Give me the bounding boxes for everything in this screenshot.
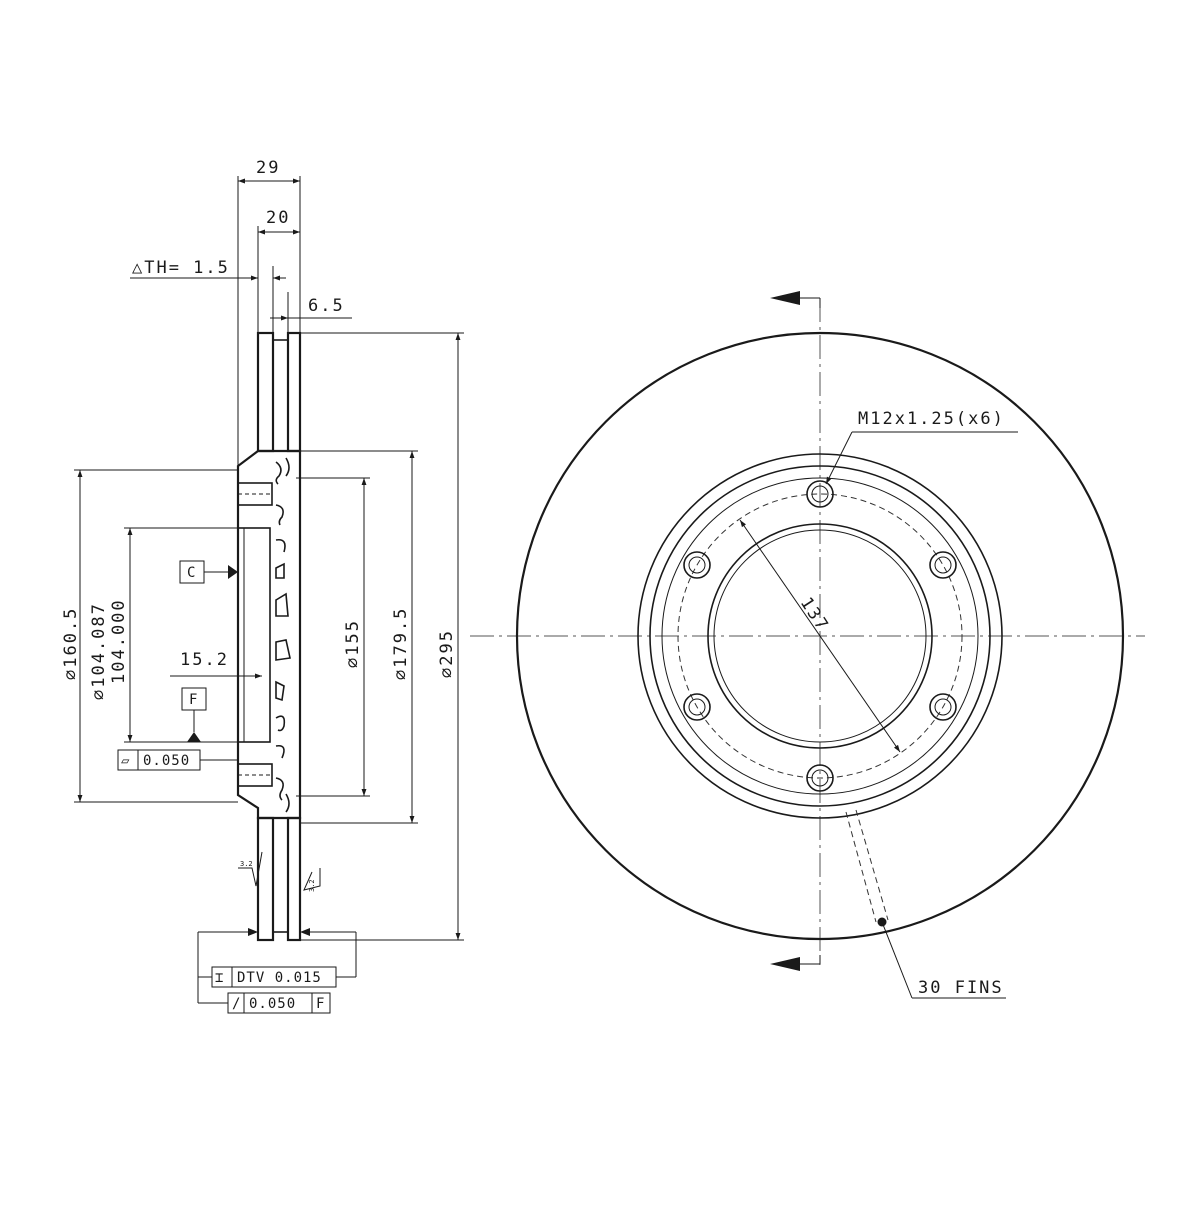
dim-fin-gap: 6.5 (308, 296, 345, 316)
dim-hat-diameter: ⌀160.5 (61, 607, 81, 680)
flatness-symbol: ▱ (121, 753, 130, 769)
fin-callout: 30 FINS (918, 978, 1004, 998)
bolt-circle-dimension: 137 (796, 594, 833, 636)
datum-c-label: C (187, 565, 196, 581)
dim-outer-diameter: ⌀295 (437, 629, 457, 678)
flatness-value: 0.050 (143, 753, 190, 769)
dim-thickness-variation: △TH= 1.5 (132, 258, 230, 278)
section-arrow-top (770, 291, 800, 305)
cooling-fins (275, 457, 291, 813)
svg-text:3.2: 3.2 (240, 860, 253, 868)
bolt-circle (677, 493, 963, 779)
surface-finish-left: 3.2 (238, 851, 263, 887)
dtv-symbol: ⌶ (215, 970, 224, 986)
dim-bore-diameter-min: 104.000 (109, 598, 129, 684)
fin-cutaway (845, 809, 889, 927)
rotor-plate-upper-right (286, 331, 302, 453)
hat-inner-ring (661, 477, 979, 795)
surface-finish-right: 3.2 (303, 868, 321, 892)
dim-inner-diameter: ⌀155 (343, 619, 363, 668)
bolt-thread-callout: M12x1.25(x6) (858, 409, 1005, 429)
bolt-holes (683, 480, 957, 792)
section-view: 29 20 △TH= 1.5 6.5 ⌀295 ⌀179.5 ⌀155 (61, 158, 464, 1014)
dim-min-thickness: 20 (266, 208, 290, 228)
hub-bore-face (237, 527, 271, 743)
front-view: M12x1.25(x6) 137 30 FINS (470, 291, 1145, 999)
runout-frame (227, 992, 331, 1014)
runout-datum: F (316, 996, 325, 1012)
dtv-label: DTV 0.015 (237, 970, 322, 986)
datum-f-triangle (187, 732, 201, 742)
hat-section (236, 449, 302, 820)
dim-bore-diameter-max: ⌀104.087 (89, 602, 109, 700)
dim-mount-diameter: ⌀179.5 (391, 607, 411, 680)
bolt-hole-1 (806, 480, 834, 508)
bolt-hole-3 (929, 693, 957, 721)
dim-hat-offset: 15.2 (180, 650, 229, 670)
hat-outer-ring (637, 453, 1003, 819)
runout-symbol: / (232, 996, 241, 1012)
section-arrow-bottom (770, 957, 800, 971)
bolt-hole-5 (683, 693, 711, 721)
rotor-plate-upper-left (256, 331, 275, 453)
rotor-plate-lower-left (256, 816, 275, 942)
rotor-outer-edge (515, 331, 1125, 941)
bolt-hole-4 (806, 764, 834, 792)
bolt-hole-6 (683, 551, 711, 579)
datum-f-label: F (189, 692, 198, 708)
runout-value: 0.050 (249, 996, 296, 1012)
rotor-plate-lower-right (286, 816, 302, 942)
hat-middle-ring (649, 465, 991, 807)
svg-text:3.2: 3.2 (308, 879, 316, 892)
dim-overall-thickness: 29 (256, 158, 280, 178)
bolt-hole-2 (929, 551, 957, 579)
datum-c-triangle (228, 565, 238, 579)
